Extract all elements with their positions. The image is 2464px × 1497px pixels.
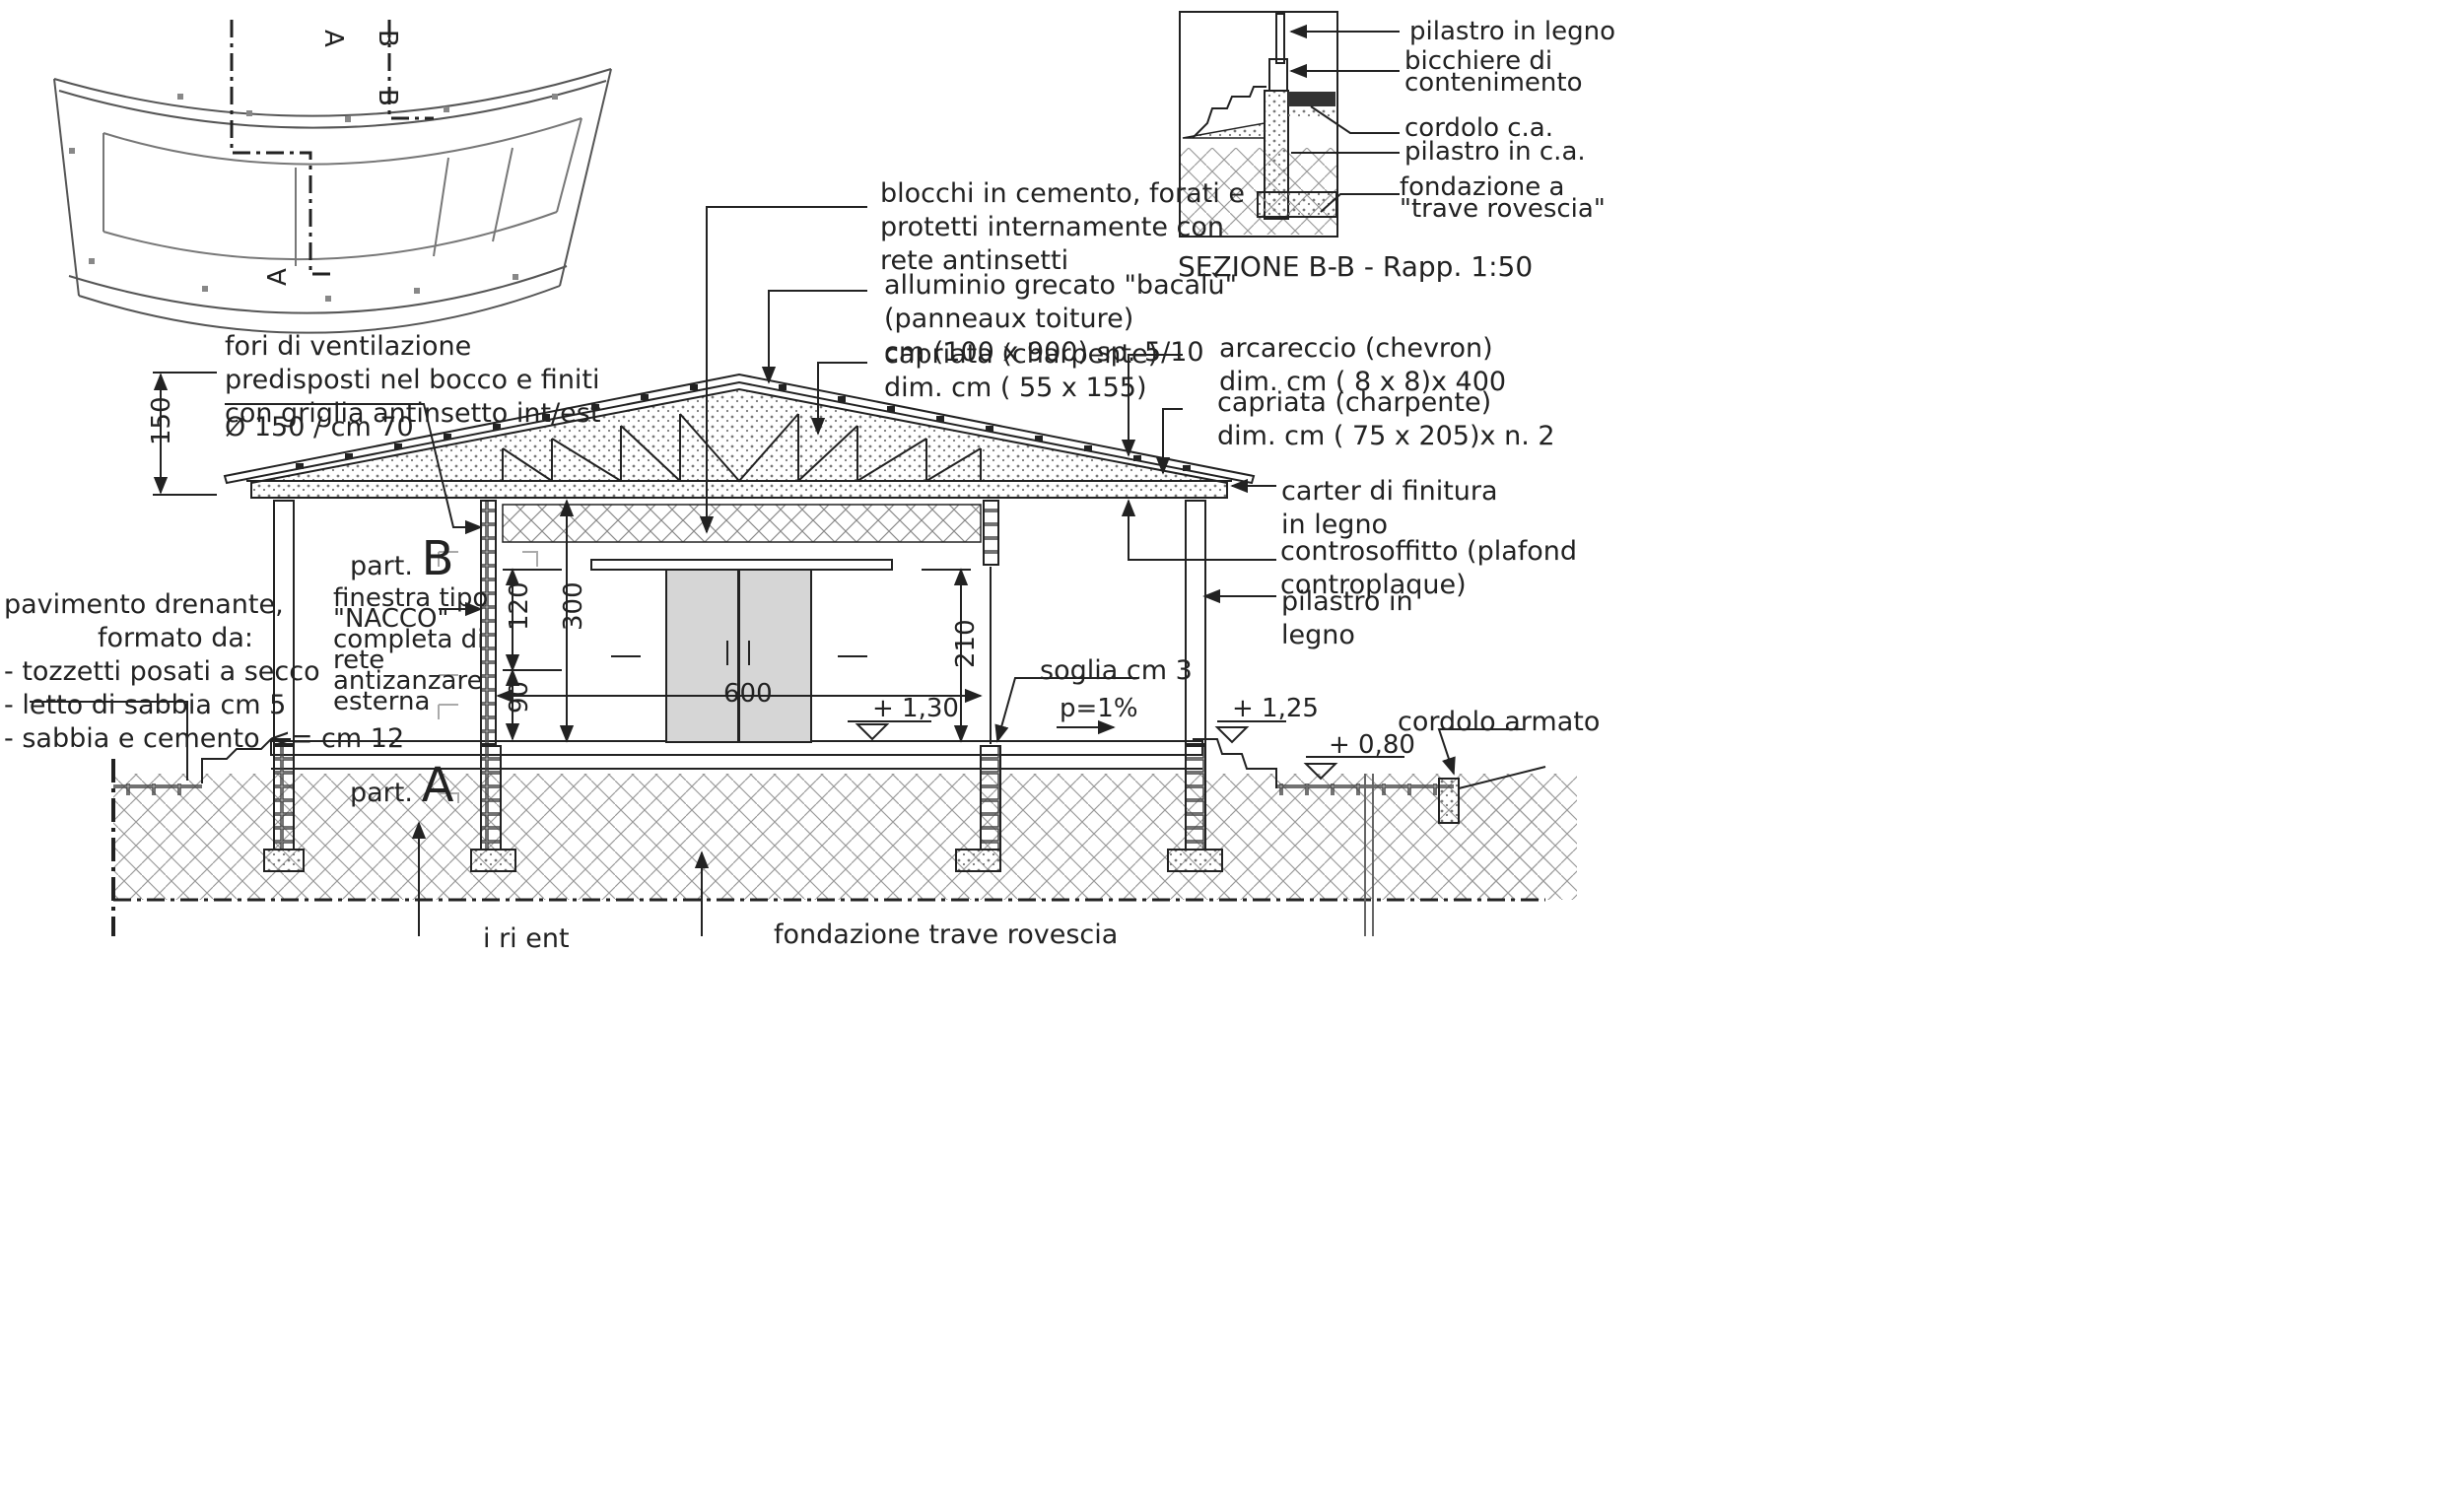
vent-lattice bbox=[502, 504, 982, 543]
ground bbox=[111, 738, 1577, 936]
label-arcareccio: arcareccio (chevron) dim. cm ( 8 x 8)x 4… bbox=[1219, 333, 1507, 397]
label-cordolo-armato: cordolo armato bbox=[1398, 707, 1601, 737]
label-controsoffitto: controsoffitto (plafond controplaque) bbox=[1280, 536, 1578, 600]
section-b-mark-bottom: B bbox=[373, 89, 402, 106]
floor-plan bbox=[53, 68, 612, 334]
label-capriata-center: capriata (charpente) dim. cm ( 55 x 155) bbox=[884, 339, 1159, 403]
foundation-piers bbox=[263, 745, 1223, 872]
detail-bb-title: SEZIONE B-B - Rapp. 1:50 bbox=[1178, 250, 1533, 283]
dim-300: 300 bbox=[559, 581, 588, 631]
label-part-a: part. A bbox=[350, 758, 454, 813]
dim-210: 210 bbox=[951, 619, 981, 668]
dim-90: 90 bbox=[505, 681, 534, 714]
label-fondazione-bottom: fondazione trave rovescia bbox=[774, 919, 1119, 950]
detail-label-fondazione-2: "trave rovescia" bbox=[1400, 194, 1606, 224]
label-part-b: part. B bbox=[350, 531, 454, 586]
level-130: + 1,30 bbox=[872, 694, 959, 723]
detail-label-cordolo: cordolo c.a. bbox=[1404, 113, 1553, 143]
detail-label-bicchiere-1: bicchiere di bbox=[1404, 46, 1552, 76]
posts bbox=[273, 500, 1206, 745]
label-pavimento: pavimento drenante, formato da: - tozzet… bbox=[4, 589, 405, 754]
section-a-mark-top: A bbox=[318, 30, 348, 47]
label-capriata-right: capriata (charpente) dim. cm ( 75 x 205)… bbox=[1217, 387, 1555, 451]
dim-600: 600 bbox=[723, 679, 773, 709]
level-080: + 0,80 bbox=[1329, 730, 1415, 760]
label-pilastro-right: pilastro in legno bbox=[1281, 586, 1413, 650]
label-bottom-partial: i ri ent bbox=[483, 923, 570, 954]
section-cut-lines bbox=[230, 20, 434, 276]
label-fori-dim: Ø 150 / cm 70 bbox=[225, 412, 414, 442]
roof bbox=[223, 373, 1256, 499]
label-carter: carter di finitura in legno bbox=[1281, 476, 1498, 540]
door bbox=[590, 559, 893, 743]
detail-label-pilastro-ca: pilastro in c.a. bbox=[1404, 137, 1586, 167]
label-soglia: soglia cm 3 bbox=[1040, 655, 1193, 686]
leader-lines bbox=[30, 206, 1523, 936]
detail-label-pilastro-legno: pilastro in legno bbox=[1409, 17, 1615, 46]
dim-150: 150 bbox=[147, 396, 176, 445]
label-fori: fori di ventilazione predisposti nel boc… bbox=[225, 331, 601, 429]
part-bracket-marks bbox=[438, 551, 538, 803]
detail-label-bicchiere-2: contenimento bbox=[1404, 68, 1582, 98]
section-b-mark-top: B bbox=[373, 30, 402, 47]
level-125: + 1,25 bbox=[1232, 694, 1319, 723]
section-a-mark-bottom: A bbox=[263, 268, 293, 286]
detail-label-fondazione-1: fondazione a bbox=[1400, 172, 1564, 202]
floor-slab bbox=[270, 740, 1203, 770]
slope-label: p=1% bbox=[1060, 694, 1138, 723]
label-alluminio: alluminio grecato "bacalù" (panneaux toi… bbox=[884, 270, 1238, 368]
detail-bb-leaders bbox=[1289, 24, 1400, 213]
dimension-lines bbox=[153, 372, 1404, 781]
label-blocchi: blocchi in cemento, forati e protetti in… bbox=[880, 178, 1245, 276]
label-finestra: finestra tipo "NACCO" completa di rete a… bbox=[333, 583, 489, 716]
detail-bb-frame bbox=[1179, 11, 1338, 238]
dim-120: 120 bbox=[505, 581, 534, 631]
